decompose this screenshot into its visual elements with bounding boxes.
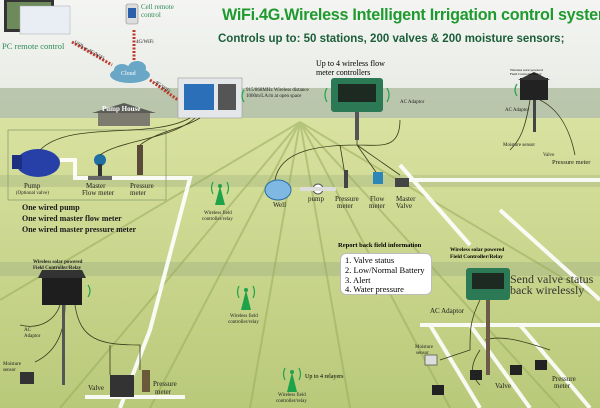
- wireless-distance-1: 915/868MHz Wireless distance: [246, 88, 309, 93]
- report-item: 1. Valve status: [345, 255, 395, 265]
- relay-label-2: Field Controller/Relay: [450, 254, 503, 260]
- bl-pressure-label-1: Pressure: [153, 380, 177, 388]
- pump-note: (Optional valve): [16, 191, 49, 196]
- bl-ac-label-2: Adaptor: [24, 334, 41, 339]
- pressure-meter-icon: [344, 170, 348, 188]
- flow-meter-label-1: Flow: [370, 195, 385, 203]
- pressure-meter-label-2: meter: [337, 202, 353, 210]
- pump-note-line: One wired pump: [22, 203, 80, 212]
- pump-small-icon: [300, 183, 336, 195]
- wireless-relay-label-2: controller/relay: [276, 399, 307, 404]
- flow-controllers-label-2: meter controllers: [316, 68, 371, 77]
- pressure-meter-label-1: Pressure: [335, 195, 359, 203]
- cell-remote-label-1: Cell remote: [141, 3, 174, 11]
- wireless-tower-icon: [241, 288, 251, 310]
- main-controller-icon: [177, 77, 243, 119]
- pc-monitor-icon: [4, 0, 71, 35]
- tr-moisture-label: Moisture sensor: [503, 143, 536, 148]
- pump-group-box: [7, 129, 167, 201]
- cloud-icon: [110, 61, 150, 83]
- relay-top-right-icon: [518, 72, 550, 132]
- master-valve-label-1: Master: [396, 195, 416, 203]
- tr-valve-label: Valve: [543, 153, 555, 158]
- phone-icon: [125, 3, 139, 25]
- pump-label: Pump: [24, 182, 41, 190]
- pump-small-label: pump: [308, 195, 324, 203]
- well-label: Well: [273, 201, 287, 209]
- bl-ac-label-1: AC: [24, 328, 31, 333]
- page-title: WiFi.4G.Wireless Intelligent Irrigation …: [222, 5, 600, 24]
- pressure-label-1: Pressure: [130, 182, 154, 190]
- report-item: 4. Water pressure: [345, 284, 404, 295]
- cell-remote-label-2: control: [141, 11, 161, 19]
- report-heading: Report back field information: [338, 242, 422, 249]
- master-valve-label-2: Valve: [396, 202, 412, 210]
- br-pressure-label-1: Pressure: [552, 375, 576, 383]
- pump-house-icon: [92, 103, 156, 126]
- relay-bottom-right-icon: [466, 268, 510, 375]
- valve-icon: [110, 375, 134, 397]
- moisture-sensor-icon: [424, 354, 438, 366]
- wireless-relay-label-1: Wireless field: [278, 393, 306, 398]
- relay-label-2: Field Controller/Relay: [33, 266, 82, 271]
- send-status-label-2: back wirelessly: [510, 283, 585, 297]
- report-info-box: 1. Valve status 2. Low/Normal Battery 3.…: [340, 253, 432, 295]
- relay-label-2: Field Controller/Relay: [510, 72, 542, 76]
- br-moisture-label-1: Moisture: [415, 345, 434, 350]
- pressure-meter-icon: [142, 370, 150, 392]
- flow-meter-label-2: meter: [369, 202, 385, 210]
- pump-note-line: One wired master flow meter: [22, 214, 122, 223]
- pump-house-label: Pump House: [102, 105, 141, 113]
- master-flow-label-1: Master: [86, 182, 106, 190]
- ac-adaptor-label: AC Adaptor: [400, 100, 425, 105]
- wireless-relay-label-1: Wireless field: [230, 314, 258, 319]
- report-item: 3. Alert: [345, 274, 371, 285]
- up-to-relayers-label: Up to 4 relayers: [305, 374, 344, 380]
- br-moisture-label-2: sensor: [416, 351, 429, 356]
- flow-meter-controller-icon: [331, 78, 383, 140]
- cloud-label: Cloud: [121, 71, 136, 77]
- pressure-meter-icon: [137, 145, 143, 175]
- master-valve-icon: [395, 178, 409, 187]
- wireless-tower-icon: [215, 184, 225, 205]
- relay-label-1: Wireless solar powered: [510, 68, 543, 72]
- flow-controllers-label-1: Up to 4 wireless flow: [316, 59, 385, 68]
- send-status-label-1: Send valve status: [510, 272, 594, 286]
- master-flow-label-2: Flow meter: [82, 189, 115, 197]
- master-flow-meter-icon: [88, 154, 112, 180]
- flow-meter-icon: [373, 172, 383, 184]
- wireless-relay-label-1: Wireless field: [204, 211, 232, 216]
- tr-ac-label: AC Adaptor: [505, 108, 530, 113]
- relay-bottom-left-icon: [38, 270, 86, 385]
- valve-group-icon: [432, 360, 547, 395]
- phone-link-label: 4G/WiFi: [136, 40, 154, 45]
- wireless-relay-label-2: controller/relay: [202, 217, 233, 222]
- br-valve-label: Valve: [495, 382, 511, 390]
- br-pressure-label-2: meter: [554, 382, 570, 390]
- pump-icon: [12, 149, 60, 177]
- bl-moisture-label-1: Moisture: [3, 362, 22, 367]
- tr-pressure-label: Pressure meter: [552, 159, 591, 166]
- wireless-distance-2: 1000m/LA/m at open space: [246, 94, 302, 99]
- wireless-relay-label-2: controller/relay: [228, 320, 259, 325]
- bl-moisture-label-2: sensor: [3, 368, 16, 373]
- relay-label-1: Wireless solar powered: [450, 247, 505, 253]
- well-icon: [264, 179, 292, 201]
- relay-label-1: Wireless solar powered: [33, 260, 83, 265]
- moisture-sensor-icon: [20, 372, 34, 384]
- br-ac-label: AC Adaptor: [430, 307, 465, 315]
- bl-pressure-label-2: meter: [155, 388, 171, 396]
- report-item: 2. Low/Normal Battery: [345, 264, 425, 275]
- pressure-label-2: meter: [130, 189, 146, 197]
- bl-valve-label: Valve: [88, 384, 104, 392]
- pump-note-line: One wired master pressure meter: [22, 225, 137, 234]
- wireless-tower-icon: [287, 370, 297, 392]
- subtitle: Controls up to: 50 stations, 200 valves …: [218, 33, 565, 45]
- pc-remote-label: PC remote control: [2, 41, 65, 51]
